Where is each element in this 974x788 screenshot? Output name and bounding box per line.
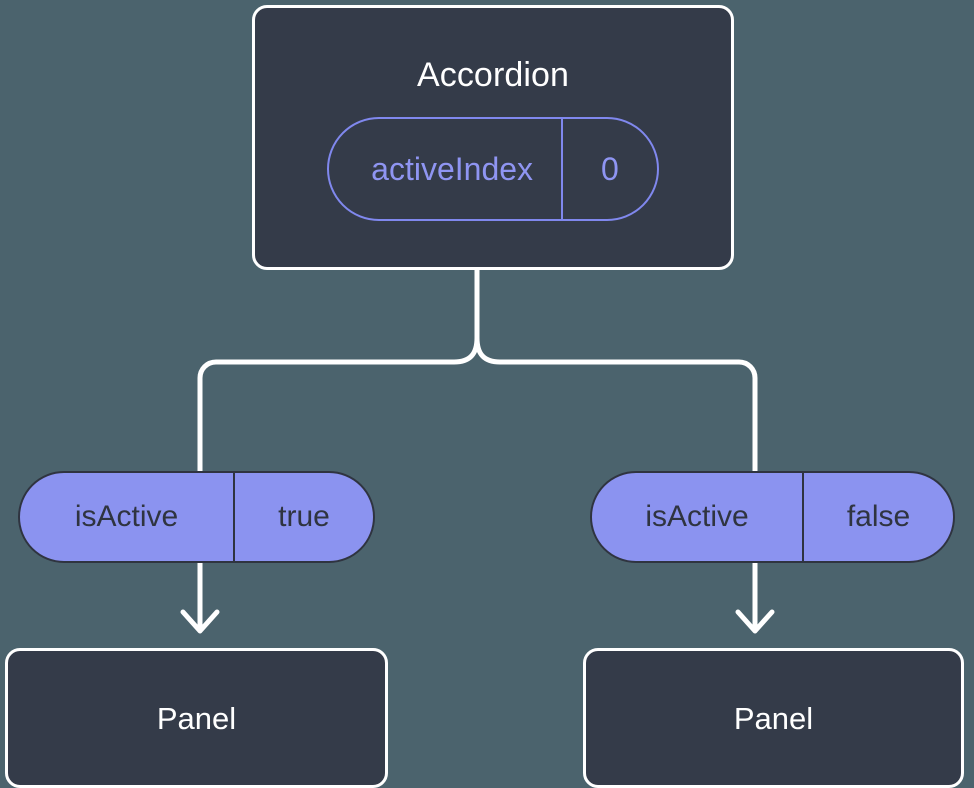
prop-value-label: true bbox=[278, 500, 330, 533]
prop-pill-is-active-false[interactable]: isActive false bbox=[590, 471, 955, 563]
prop-pill-is-active-true[interactable]: isActive true bbox=[18, 471, 375, 563]
connector-branch-right bbox=[474, 335, 758, 490]
connector-branch-left bbox=[197, 335, 480, 490]
diagram-canvas: Accordion activeIndex 0 isActive true is… bbox=[5, 5, 964, 788]
arrow-head-left bbox=[180, 609, 220, 634]
node-panel-right[interactable]: Panel bbox=[583, 648, 964, 788]
arrow-head-right bbox=[735, 609, 775, 634]
panel-title: Panel bbox=[156, 700, 237, 736]
node-accordion[interactable]: Accordion activeIndex 0 bbox=[252, 5, 734, 270]
accordion-title: Accordion bbox=[416, 56, 570, 94]
prop-value-label: false bbox=[846, 500, 911, 533]
prop-key-label: isActive bbox=[20, 473, 235, 561]
prop-key-label: isActive bbox=[592, 473, 804, 561]
state-pill-active-index[interactable]: activeIndex 0 bbox=[327, 117, 659, 221]
state-value-label: 0 bbox=[601, 150, 619, 187]
node-panel-left[interactable]: Panel bbox=[5, 648, 388, 788]
panel-title: Panel bbox=[733, 700, 814, 736]
state-key-label: activeIndex bbox=[329, 119, 564, 219]
